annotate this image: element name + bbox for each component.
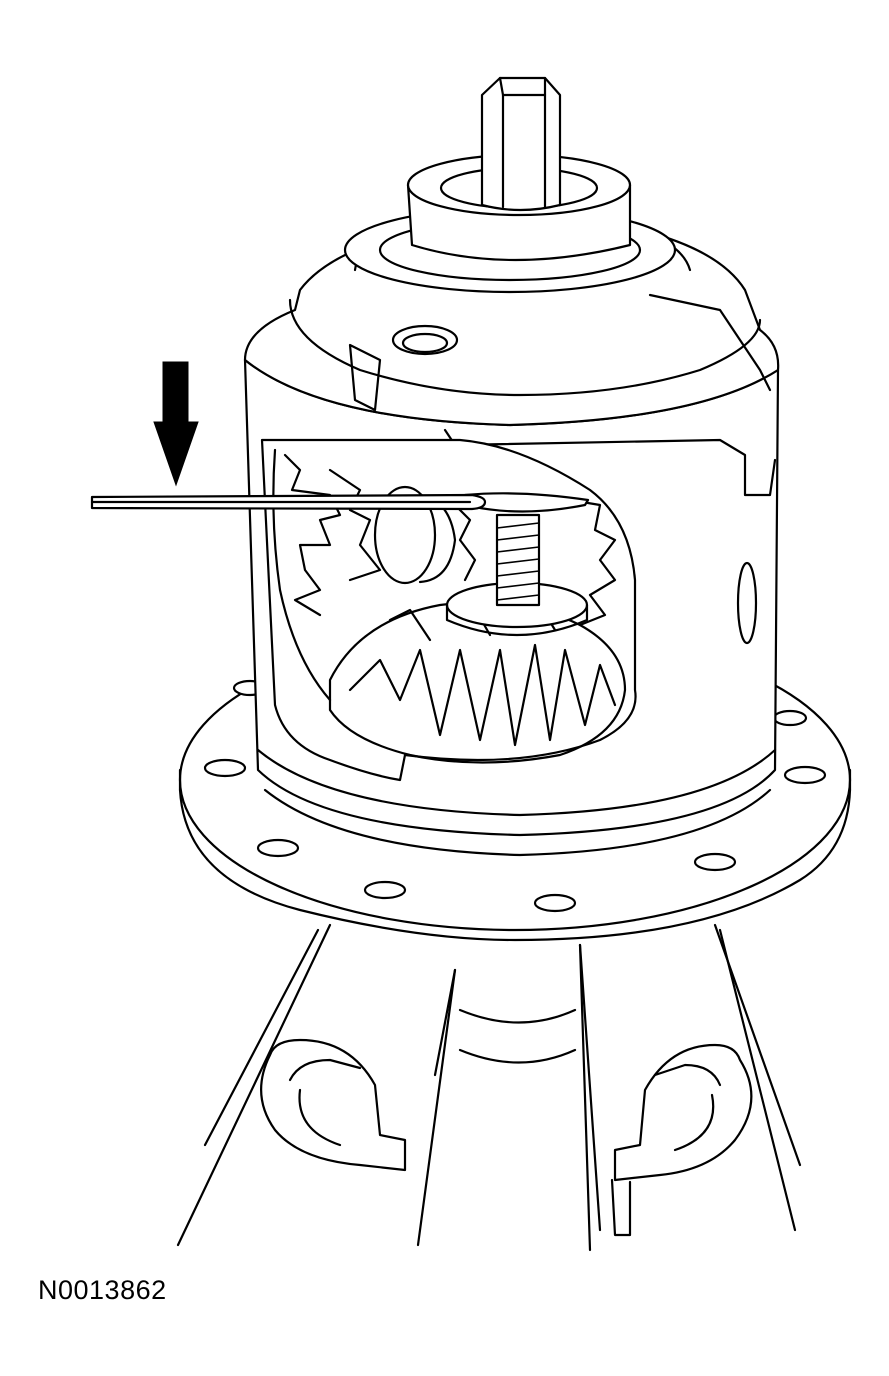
figure-id-label: N0013862	[38, 1275, 167, 1305]
threaded-spacer	[445, 492, 590, 637]
holding-fixture	[176, 923, 802, 1252]
arrow-down-icon	[153, 361, 199, 487]
feeler-gauge	[90, 493, 487, 511]
shaft	[480, 76, 562, 212]
